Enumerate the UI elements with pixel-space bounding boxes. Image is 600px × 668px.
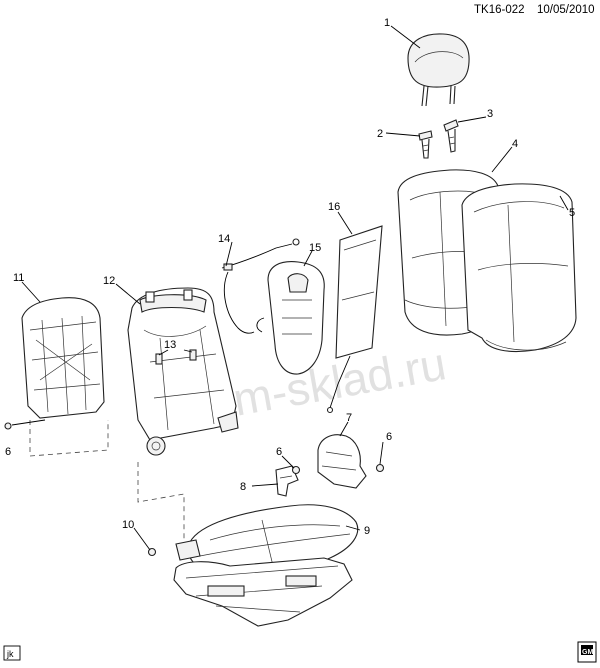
diagram-date: 10/05/2010 xyxy=(537,4,595,16)
callout-12: 12 xyxy=(103,275,115,287)
callout-7: 7 xyxy=(346,412,352,424)
watermark: gm-sklad.ru xyxy=(204,337,450,430)
leader-lines xyxy=(21,25,569,551)
part-head-restraint-guide-2 xyxy=(418,130,433,159)
gm-logo: GM xyxy=(577,641,597,663)
part-bolt-6a xyxy=(4,422,12,430)
callout-16: 16 xyxy=(328,201,340,213)
part-lumbar-support xyxy=(256,261,325,375)
callout-1: 1 xyxy=(384,17,390,29)
callout-3: 3 xyxy=(487,108,493,120)
part-head-restraint xyxy=(407,33,470,107)
callout-9: 9 xyxy=(364,525,370,537)
part-seat-back-panel xyxy=(326,225,383,414)
part-seat-adjuster xyxy=(173,539,353,627)
part-wiring-harness xyxy=(221,238,300,334)
callout-6-right: 6 xyxy=(386,431,392,443)
trace-rear-panel xyxy=(29,420,109,457)
part-bolt-6b xyxy=(291,465,301,475)
gm-logo-text: GM xyxy=(582,649,593,656)
part-bolt-6c xyxy=(375,463,385,473)
callout-15: 15 xyxy=(309,242,321,254)
part-head-restraint-guide-3 xyxy=(443,119,459,153)
part-seat-back-frame xyxy=(127,287,239,456)
callout-8: 8 xyxy=(240,481,246,493)
part-seat-back-cover xyxy=(461,183,577,353)
callout-5: 5 xyxy=(569,207,575,219)
callout-13: 13 xyxy=(164,339,176,351)
callout-labels: 1 2 3 4 5 6 6 6 7 8 9 10 11 12 13 14 15 … xyxy=(5,17,575,537)
diagram-reference-code: TK16-022 xyxy=(474,4,525,16)
callout-4: 4 xyxy=(512,138,518,150)
callout-6-left: 6 xyxy=(5,446,11,458)
callout-6-mid: 6 xyxy=(276,446,282,458)
part-bolt-10 xyxy=(147,547,157,557)
callout-10: 10 xyxy=(122,519,134,531)
part-seat-side-shield xyxy=(317,434,367,489)
corner-tag: jk xyxy=(3,645,21,661)
corner-tag-text: jk xyxy=(6,649,14,659)
part-clips xyxy=(155,349,197,365)
callout-14: 14 xyxy=(218,233,230,245)
trace-frame-to-cushion xyxy=(137,462,185,540)
callout-2: 2 xyxy=(377,128,383,140)
leader-line xyxy=(11,419,46,426)
part-seat-back-rear-panel xyxy=(21,297,105,419)
callout-11: 11 xyxy=(13,272,24,284)
